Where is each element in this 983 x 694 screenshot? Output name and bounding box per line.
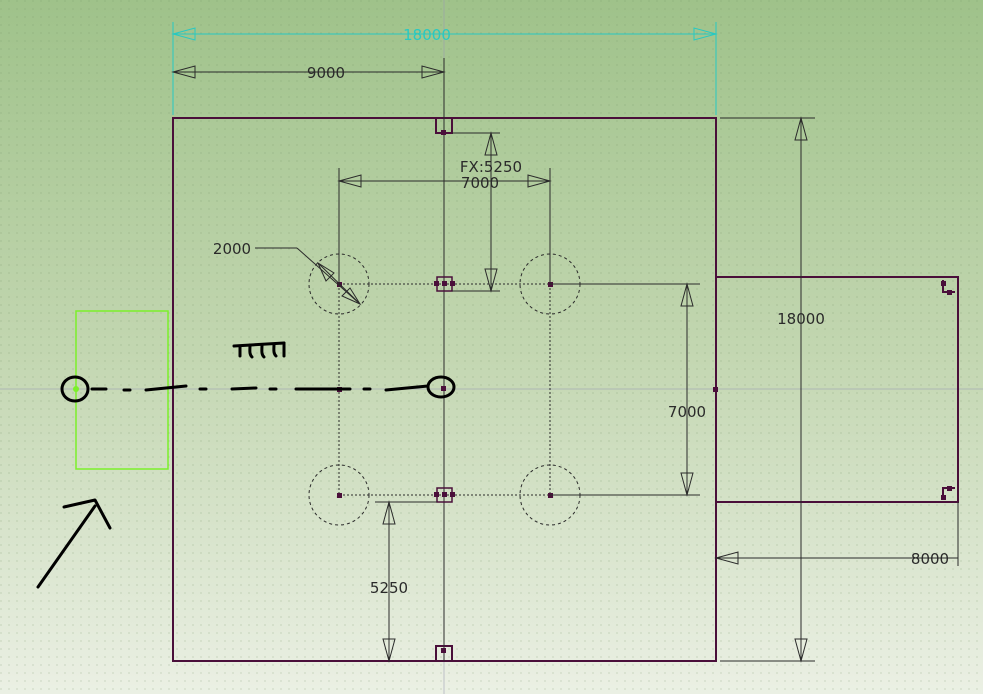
dim-side-plate-width[interactable]: 8000 bbox=[714, 502, 959, 568]
dim-fx-label: FX:5250 bbox=[460, 158, 522, 176]
dim-hole-diameter-label: 2000 bbox=[213, 240, 251, 258]
dim-hole-spacing-y[interactable]: 7000 bbox=[550, 282, 706, 497]
dim-overall-height[interactable]: 18000 bbox=[720, 116, 825, 663]
center-point bbox=[441, 386, 446, 391]
hole-bottom-left[interactable] bbox=[308, 464, 370, 526]
dim-bottom-offset[interactable]: 5250 bbox=[370, 500, 437, 663]
center-node-top[interactable] bbox=[434, 276, 455, 292]
dim-hole-spacing-y-label: 7000 bbox=[668, 403, 706, 421]
dim-half-width[interactable]: 9000 bbox=[171, 58, 446, 118]
dim-hole-diameter[interactable]: 2000 bbox=[213, 240, 362, 306]
dim-hole-spacing-x-label: 7000 bbox=[461, 174, 499, 192]
handwritten-annotations bbox=[36, 341, 456, 589]
dim-side-plate-width-label: 8000 bbox=[911, 550, 949, 568]
dim-overall-width[interactable]: 18000 bbox=[171, 22, 718, 115]
hole-top-left[interactable] bbox=[308, 253, 370, 315]
center-node-bottom[interactable] bbox=[434, 487, 455, 503]
dim-fx[interactable]: FX:5250 bbox=[452, 131, 522, 293]
dim-overall-width-label: 18000 bbox=[403, 26, 451, 44]
selection-grip[interactable] bbox=[73, 386, 79, 392]
dim-overall-height-label: 18000 bbox=[777, 310, 825, 328]
dim-bottom-offset-label: 5250 bbox=[370, 579, 408, 597]
side-plate-notches bbox=[941, 280, 955, 500]
dim-half-width-label: 9000 bbox=[307, 64, 345, 82]
dim-hole-spacing-x[interactable]: 7000 bbox=[337, 168, 552, 284]
